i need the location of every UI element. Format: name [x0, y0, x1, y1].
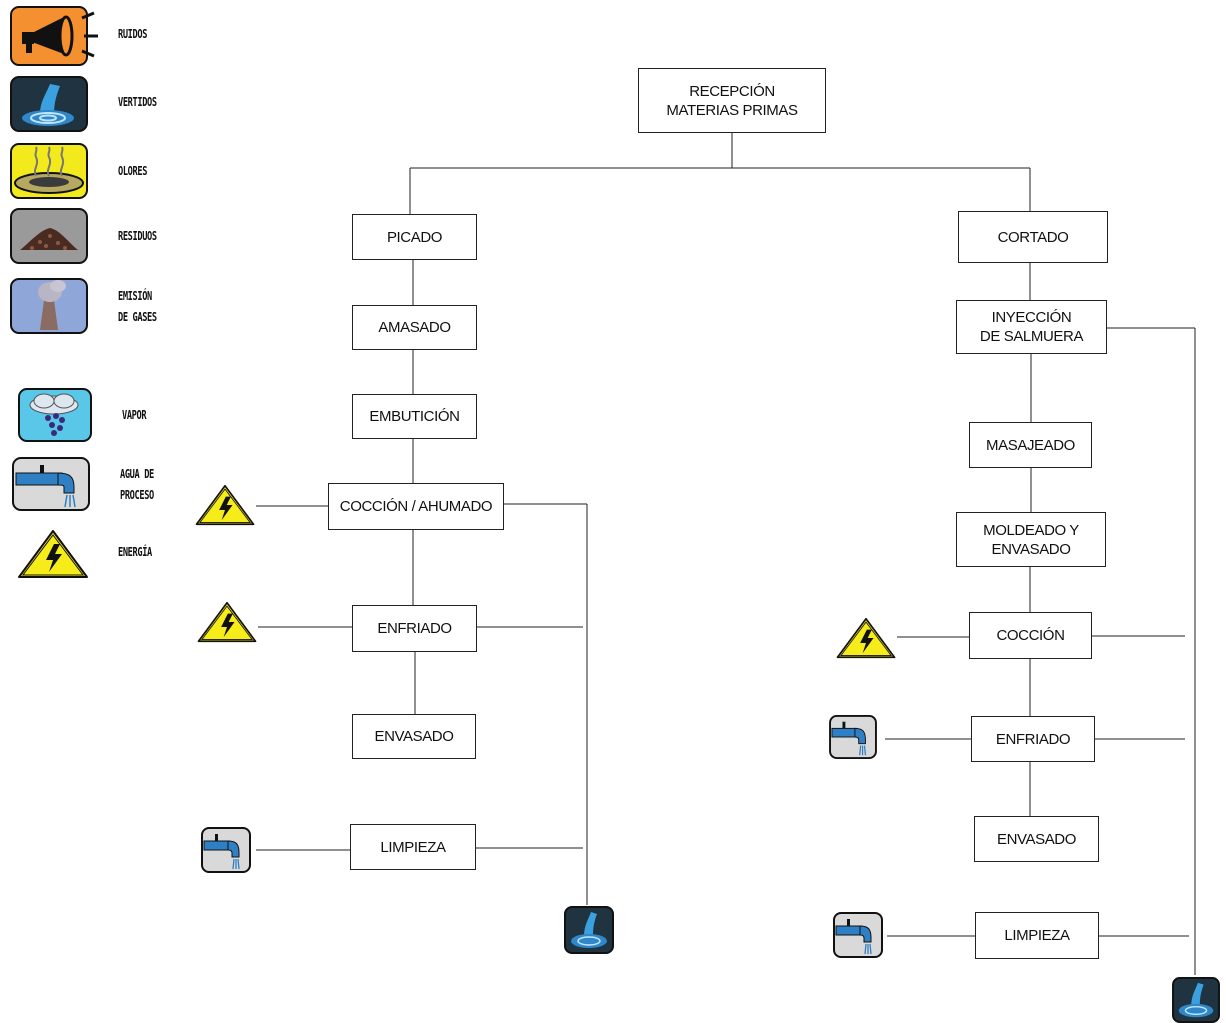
agua-proceso-icon: [833, 912, 883, 958]
box-enfriado-right: ENFRIADO: [971, 716, 1095, 762]
vertidos-icon: [10, 76, 88, 132]
olores-icon: [10, 143, 88, 199]
agua-proceso-icon: [12, 457, 90, 511]
box-coccion-ahumado: COCCIÓN / AHUMADO: [328, 483, 504, 530]
box-enfriado-left: ENFRIADO: [352, 605, 477, 652]
box-embuticion: EMBUTICIÓN: [352, 394, 477, 439]
energia-icon: [195, 484, 255, 526]
box-amasado: AMASADO: [352, 305, 477, 350]
legend-label-agua-proceso: AGUA DE PROCESO: [120, 467, 154, 502]
box-recepcion-materias-primas: RECEPCIÓN MATERIAS PRIMAS: [638, 68, 826, 133]
legend-label-emision-gases: EMISIÓN DE GASES: [118, 289, 157, 324]
box-inyeccion-salmuera: INYECCIÓN DE SALMUERA: [956, 300, 1107, 354]
residuos-icon: [10, 208, 88, 264]
box-envasado-right: ENVASADO: [974, 816, 1099, 862]
legend-label-ruidos: RUIDOS: [118, 27, 148, 41]
vertidos-icon: [564, 906, 614, 954]
legend-label-vertidos: VERTIDOS: [118, 95, 157, 109]
vertidos-icon: [1172, 977, 1220, 1023]
box-picado: PICADO: [352, 214, 477, 260]
box-limpieza-left: LIMPIEZA: [350, 824, 476, 870]
legend-label-residuos: RESIDUOS: [118, 229, 157, 243]
box-cortado: CORTADO: [958, 211, 1108, 263]
agua-proceso-icon: [201, 827, 251, 873]
box-masajeado: MASAJEADO: [969, 422, 1092, 468]
legend-label-energia: ENERGÍA: [118, 545, 152, 559]
box-envasado-left: ENVASADO: [352, 714, 476, 759]
energia-icon: [836, 617, 896, 659]
legend-label-olores: OLORES: [118, 164, 148, 178]
ruidos-icon: [10, 6, 98, 66]
energia-icon: [18, 530, 88, 578]
emision-gases-icon: [10, 278, 88, 334]
box-moldeado-envasado: MOLDEADO Y ENVASADO: [956, 512, 1106, 567]
agua-proceso-icon: [829, 715, 877, 759]
box-limpieza-right: LIMPIEZA: [975, 912, 1099, 959]
legend-label-vapor: VAPOR: [122, 408, 147, 422]
energia-icon: [197, 601, 257, 643]
vapor-icon: [18, 388, 92, 442]
box-coccion-right: COCCIÓN: [969, 612, 1092, 659]
